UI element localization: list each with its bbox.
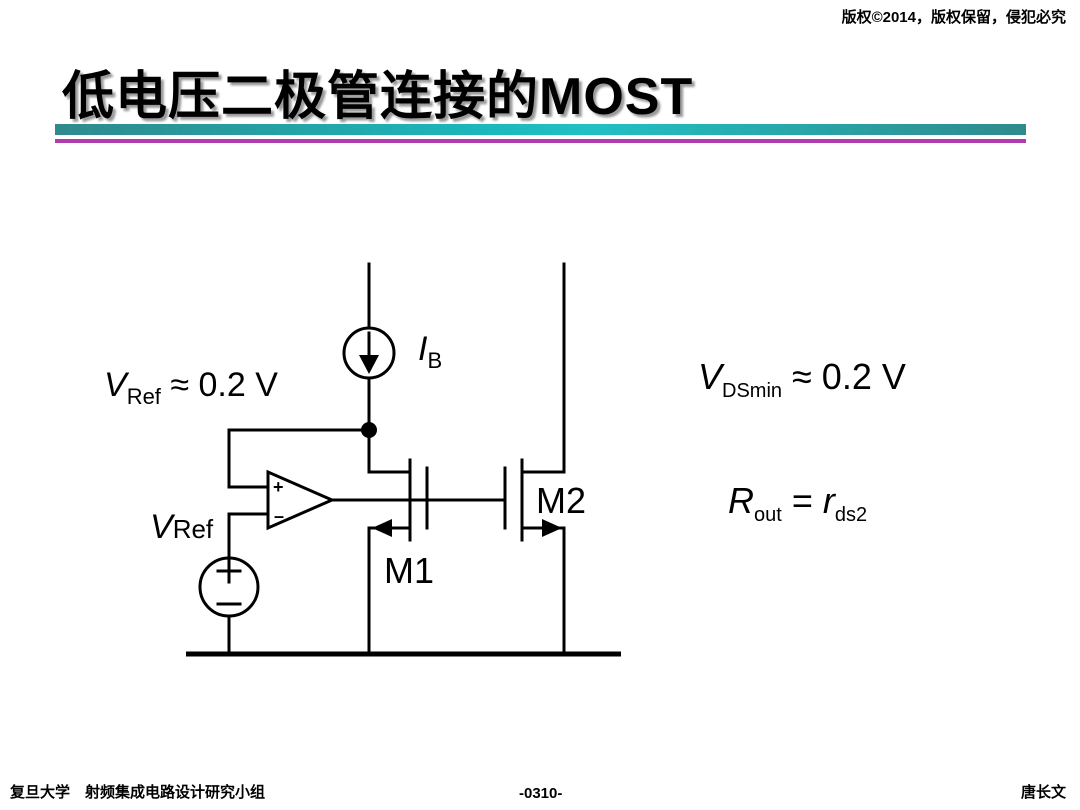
ib-label: IB: [418, 330, 443, 373]
slide-title-cn: 低电压二极管连接的: [62, 66, 540, 127]
m1-label: M1: [384, 550, 435, 591]
footer-author: 唐长文: [1020, 784, 1066, 801]
rout-equation: Rout = rds2: [728, 480, 868, 526]
slide-title: 低电压二极管连接的MOST: [62, 54, 693, 129]
node-dot: [361, 422, 377, 438]
opamp-plus-sign: +: [273, 477, 284, 497]
footer-affiliation: 复旦大学 射频集成电路设计研究小组: [10, 784, 266, 801]
vref-approx-label: VRef ≈ 0.2 V: [104, 366, 278, 409]
opamp-triangle: [266, 469, 336, 531]
m2-source-arrow: [542, 519, 562, 537]
vdsmin-equation: VDSmin ≈ 0.2 V: [698, 356, 906, 402]
opamp-minus-sign: –: [274, 506, 284, 526]
copyright-notice: 版权©2014，版权保留，侵犯必究: [841, 9, 1066, 26]
m1-source-arrow: [372, 519, 392, 537]
slide-title-latin: MOST: [539, 68, 694, 126]
m2-label: M2: [536, 480, 587, 521]
current-source-arrowhead: [359, 355, 379, 374]
title-underline-teal: [55, 124, 1026, 135]
vref-source-label: VRef: [150, 508, 214, 546]
title-underline-magenta: [55, 139, 1026, 143]
page-number: -0310-: [519, 785, 563, 802]
